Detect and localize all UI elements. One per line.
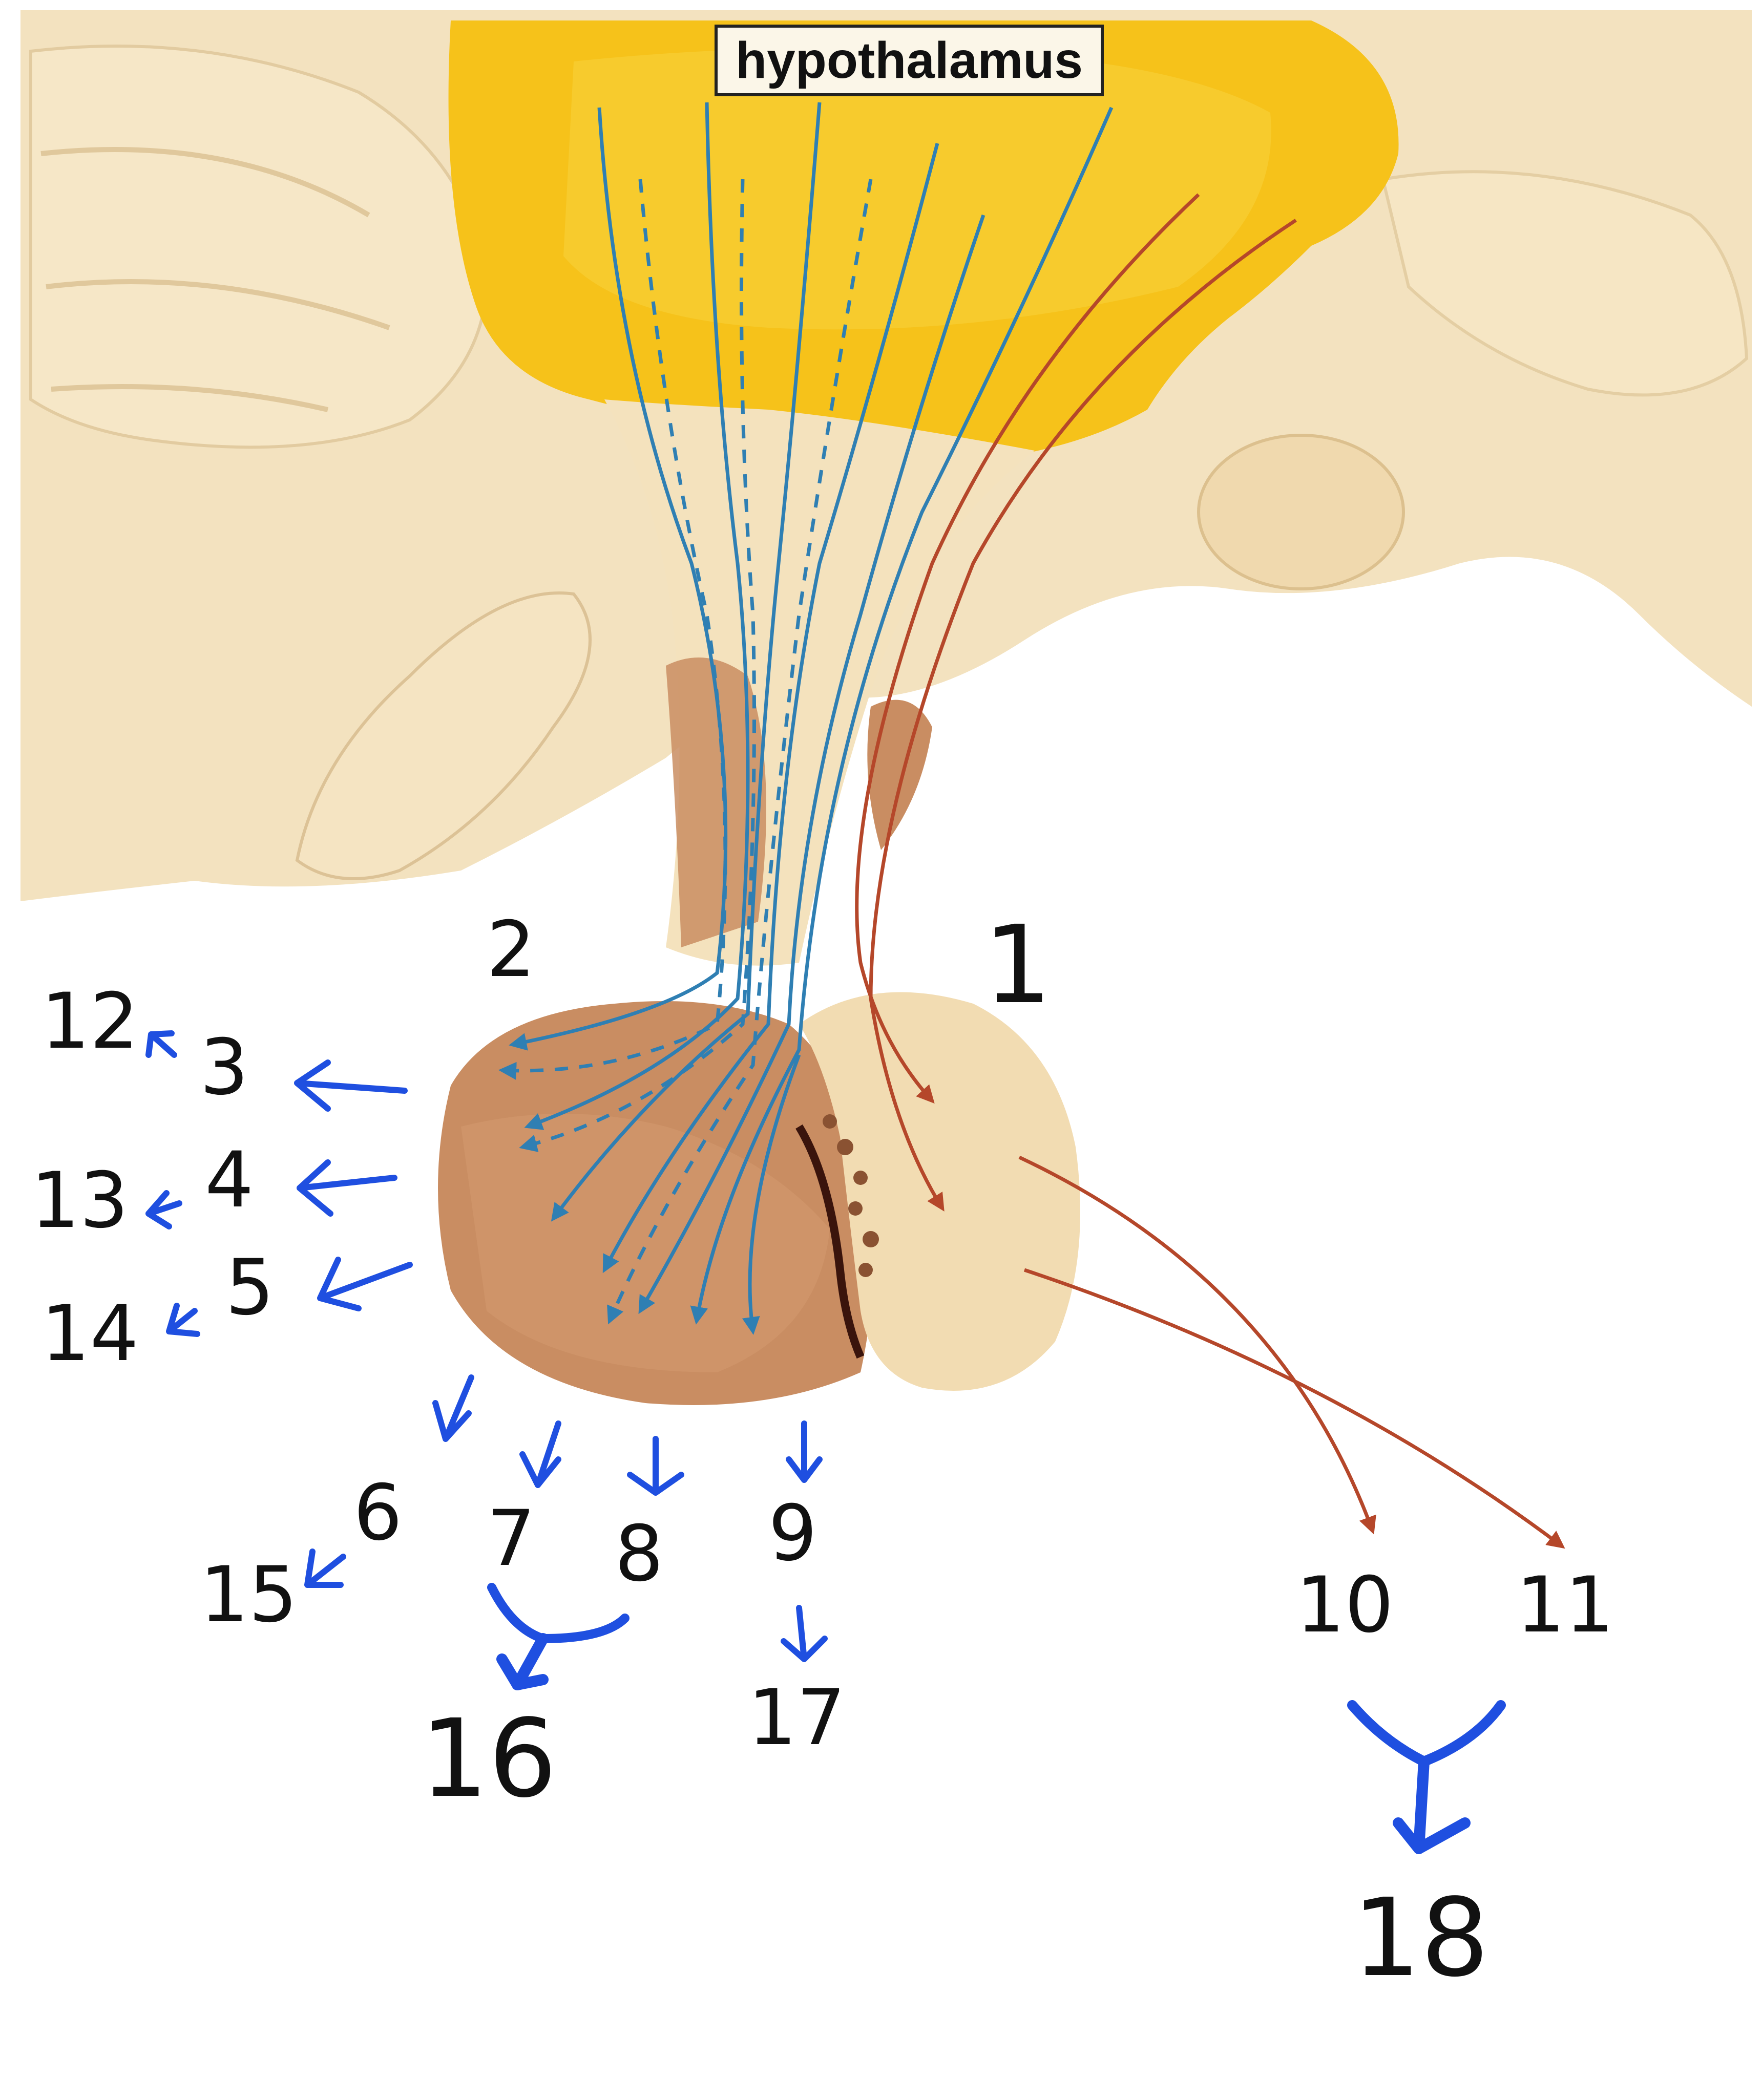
label-4: 4 <box>205 1136 254 1225</box>
portal-vessels <box>509 102 1114 1335</box>
label-15: 15 <box>200 1551 298 1640</box>
label-7: 7 <box>487 1494 536 1583</box>
portal-vessels-dashed <box>498 179 873 1325</box>
label-1: 1 <box>983 902 1052 1028</box>
label-9: 9 <box>768 1489 817 1578</box>
handwritten-arrows <box>145 1030 1506 1854</box>
label-6: 6 <box>353 1469 403 1558</box>
hypothalamus-label: hypothalamus <box>715 25 1104 96</box>
label-2: 2 <box>487 905 536 994</box>
label-14: 14 <box>41 1289 139 1378</box>
herring-bodies <box>823 1114 879 1277</box>
label-10: 10 <box>1296 1561 1394 1650</box>
neurosecretory-axons <box>855 193 1565 1549</box>
label-11: 11 <box>1516 1561 1614 1650</box>
label-5: 5 <box>225 1243 275 1332</box>
label-16: 16 <box>420 1696 557 1821</box>
label-17: 17 <box>748 1673 846 1763</box>
label-18: 18 <box>1352 1875 1490 2001</box>
label-8: 8 <box>615 1510 664 1599</box>
label-12: 12 <box>41 977 139 1066</box>
label-13: 13 <box>31 1156 129 1245</box>
label-3: 3 <box>200 1023 249 1112</box>
posterior-lobe <box>799 992 1080 1391</box>
